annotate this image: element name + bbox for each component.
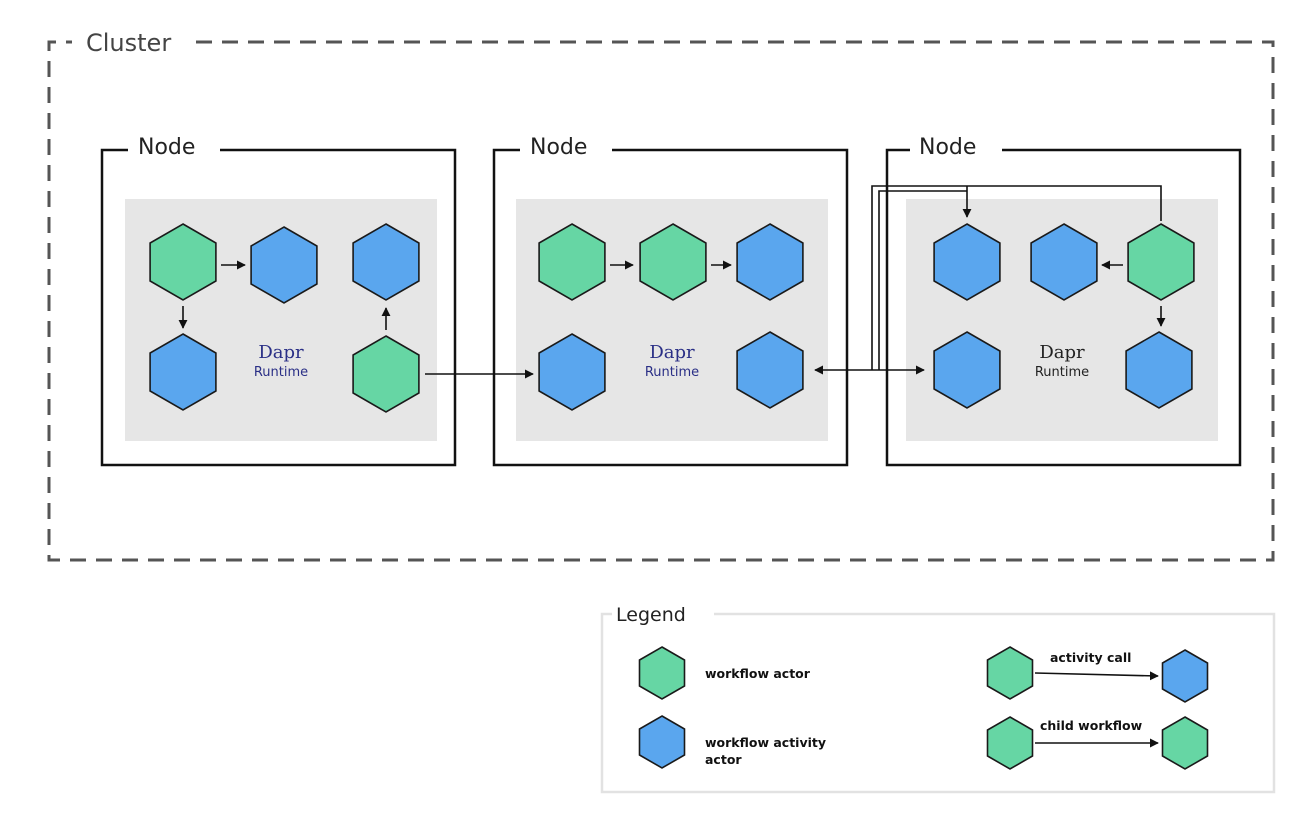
legend-workflow-activity-actor-label-line2: actor: [705, 752, 742, 767]
connectors: [178, 185, 1166, 379]
n1-activity-actor-bottom-left: [149, 333, 217, 411]
n3-activity-actor-top-left: [933, 223, 1001, 301]
n2-activity-actor-bottom-right: [736, 331, 804, 409]
legend-workflow-actor-hexagon: [638, 646, 686, 700]
n1-workflow-actor-top-left: [149, 223, 217, 301]
legend-activity-call-source-hexagon: [986, 646, 1034, 700]
node-3-dapr-label: Dapr: [1039, 342, 1085, 363]
legend-title: Legend: [616, 604, 686, 626]
n1-activity-actor-top-right: [352, 223, 420, 301]
legend-child-workflow-label: child workflow: [1040, 718, 1143, 733]
n3-activity-actor-bottom-right: [1125, 331, 1193, 409]
legend-workflow-activity-actor-hexagon: [638, 715, 686, 769]
node-2: Node Dapr Runtime: [492, 135, 849, 467]
legend-activity-call-label: activity call: [1050, 650, 1131, 665]
n2-activity-actor-bottom-left: [538, 333, 606, 411]
n3-activity-actor-bottom-left: [933, 331, 1001, 409]
legend-workflow-activity-actor-label-line1: workflow activity: [705, 735, 826, 750]
node-3-label: Node: [919, 135, 976, 160]
cluster-label: Cluster: [86, 29, 171, 57]
node-1-runtime-label: Runtime: [254, 365, 308, 380]
n1-workflow-actor-bottom-right: [352, 335, 420, 413]
cluster-boundary: Cluster: [47, 29, 1275, 562]
n2-workflow-actor-top-left: [538, 223, 606, 301]
legend-activity-call-arrow: [1034, 671, 1159, 681]
node-1-label: Node: [138, 135, 195, 160]
node-1-dapr-label: Dapr: [258, 342, 304, 363]
n2-activity-actor-top-right: [736, 223, 804, 301]
node-2-label: Node: [530, 135, 587, 160]
legend-child-workflow-target-hexagon: [1161, 716, 1209, 770]
legend-workflow-actor-label: workflow actor: [705, 666, 811, 681]
n1-activity-actor-top-middle: [250, 226, 318, 304]
node-3-runtime-label: Runtime: [1035, 365, 1089, 380]
n3-workflow-routing-inner-line: [878, 190, 967, 370]
node-2-runtime-label: Runtime: [645, 365, 699, 380]
node-2-dapr-label: Dapr: [649, 342, 695, 363]
n2-workflow-actor-top-middle: [639, 223, 707, 301]
legend-activity-call-target-hexagon: [1161, 649, 1209, 703]
legend-child-workflow-source-hexagon: [986, 716, 1034, 770]
n3-activity-actor-top-middle: [1030, 223, 1098, 301]
n3-workflow-routing-outer-line: [871, 185, 1162, 370]
actor-hexagons: [149, 223, 1209, 770]
n3-workflow-actor-top-right: [1127, 223, 1195, 301]
legend: Legend workflow actor workflow activity …: [600, 604, 1276, 794]
